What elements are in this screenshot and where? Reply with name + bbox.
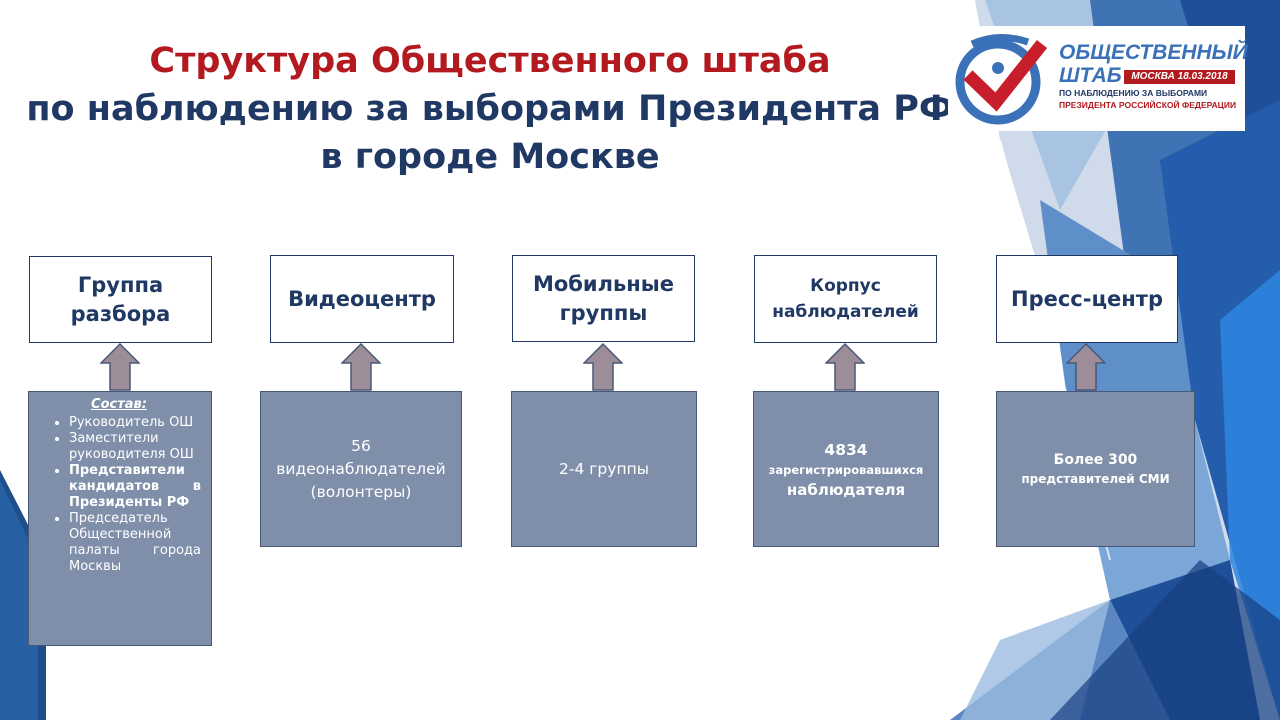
detail-line: 2-4 группы bbox=[559, 459, 649, 478]
title-line-2: по наблюдению за выборами Президента РФ bbox=[26, 89, 954, 129]
composition-item: Заместители руководителя ОШ bbox=[69, 431, 201, 463]
logo-text-3: ПО НАБЛЮДЕНИЮ ЗА ВЫБОРАМИ bbox=[1059, 88, 1208, 98]
unit-box-mobile-groups: Мобильные группы bbox=[512, 255, 695, 342]
headquarters-logo: ОБЩЕСТВЕННЫЙ ШТАБ МОСКВА 18.03.2018 ПО Н… bbox=[948, 26, 1248, 131]
logo-text-2: ШТАБ bbox=[1059, 64, 1122, 87]
title-line-1: Структура Общественного штаба bbox=[149, 41, 831, 81]
logo-text-1: ОБЩЕСТВЕННЫЙ bbox=[1059, 41, 1248, 64]
detail-box-video-center: 56 видеонаблюдателей (волонтеры) bbox=[260, 391, 462, 547]
checkmark-circle-icon bbox=[955, 34, 1048, 125]
up-arrow-icon bbox=[341, 343, 381, 391]
detail-line: Более 300 bbox=[1053, 452, 1138, 468]
up-arrow-icon bbox=[825, 343, 865, 391]
detail-line: 56 bbox=[351, 436, 371, 455]
title-line-3: в городе Москве bbox=[320, 137, 660, 177]
detail-line: зарегистрировавшихся bbox=[768, 462, 924, 477]
up-arrow-icon bbox=[583, 343, 623, 391]
unit-box-video-center: Видеоцентр bbox=[270, 255, 454, 343]
unit-box-analysis-group: Группа разбора bbox=[29, 256, 212, 343]
detail-box-observers-corps: 4834 зарегистрировавшихся наблюдателя bbox=[753, 391, 939, 547]
logo-date: МОСКВА 18.03.2018 bbox=[1124, 70, 1235, 84]
detail-box-press-center: Более 300 представителей СМИ bbox=[996, 391, 1195, 547]
composition-title: Состав: bbox=[91, 397, 147, 412]
unit-box-press-center: Пресс-центр bbox=[996, 255, 1178, 343]
unit-label: Видеоцентр bbox=[288, 286, 436, 311]
unit-box-observers-corps: Корпус наблюдателей bbox=[754, 255, 937, 343]
composition-box: Состав: Руководитель ОШ Заместители руко… bbox=[28, 391, 212, 646]
unit-label: Мобильные группы bbox=[532, 271, 675, 325]
unit-label: Пресс-центр bbox=[1011, 286, 1163, 311]
detail-line: видеонаблюдателей bbox=[276, 459, 446, 478]
composition-item: Председатель Общественной палаты города … bbox=[69, 511, 201, 575]
composition-list: Руководитель ОШ Заместители руководителя… bbox=[37, 415, 201, 575]
detail-line: 4834 bbox=[824, 440, 868, 459]
up-arrow-icon bbox=[100, 343, 140, 391]
logo-text-4: ПРЕЗИДЕНТА РОССИЙСКОЙ ФЕДЕРАЦИИ bbox=[1059, 100, 1237, 110]
composition-item: Представители кандидатов в Президенты РФ bbox=[69, 463, 201, 511]
unit-label: Группа разбора bbox=[70, 272, 171, 326]
unit-label: Корпус наблюдателей bbox=[772, 276, 919, 322]
detail-line: представителей СМИ bbox=[1021, 472, 1170, 486]
detail-line: наблюдателя bbox=[786, 480, 906, 499]
detail-line: (волонтеры) bbox=[310, 482, 412, 501]
up-arrow-icon bbox=[1066, 343, 1106, 391]
detail-box-mobile-groups: 2-4 группы bbox=[511, 391, 697, 547]
composition-item: Руководитель ОШ bbox=[69, 415, 201, 431]
